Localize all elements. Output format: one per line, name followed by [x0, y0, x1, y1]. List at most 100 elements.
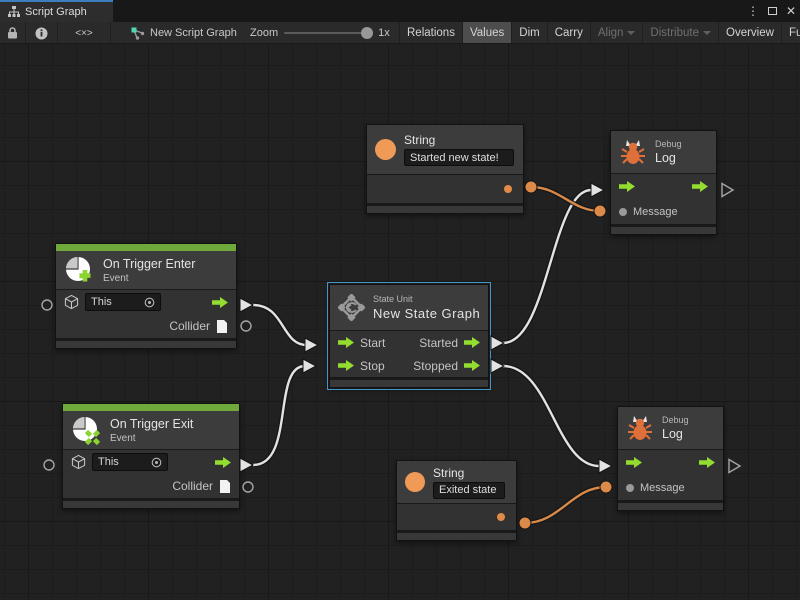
- flow-in-port-icon[interactable]: [626, 457, 642, 468]
- cube-icon: [64, 294, 79, 310]
- align-dropdown[interactable]: Align: [589, 22, 643, 43]
- stopped-port-label: Stopped: [413, 358, 458, 373]
- string-value-field[interactable]: Exited state: [433, 481, 505, 499]
- document-icon: [220, 479, 230, 493]
- started-port-label: Started: [419, 335, 458, 350]
- dim-toggle[interactable]: Dim: [511, 22, 546, 43]
- relations-toggle[interactable]: Relations: [399, 22, 462, 43]
- orange-circle-icon: [375, 139, 396, 160]
- message-input-port[interactable]: [619, 207, 627, 216]
- node-footer[interactable]: [330, 379, 488, 387]
- document-icon: [217, 319, 227, 333]
- flow-in-port-icon[interactable]: [338, 360, 354, 371]
- node-footer[interactable]: [63, 500, 239, 508]
- zoom-slider[interactable]: [284, 27, 374, 39]
- lock-icon: [8, 27, 17, 39]
- flow-in-port-icon[interactable]: [338, 337, 354, 348]
- bug-icon: [621, 140, 645, 164]
- flow-out-port-icon[interactable]: [464, 360, 480, 371]
- event-accent-strip: [63, 404, 239, 411]
- carry-toggle[interactable]: Carry: [546, 22, 590, 43]
- info-icon: [35, 27, 48, 39]
- orange-circle-icon: [405, 472, 425, 492]
- close-icon[interactable]: ✕: [785, 4, 796, 18]
- collider-port-label: Collider: [169, 319, 210, 333]
- message-port-label: Message: [640, 481, 685, 494]
- node-on-trigger-enter[interactable]: On Trigger Enter Event This Collider: [55, 243, 237, 349]
- node-footer[interactable]: [56, 340, 236, 348]
- node-kind: Debug: [662, 415, 689, 425]
- node-footer[interactable]: [618, 502, 723, 510]
- bug-icon: [628, 416, 652, 440]
- zoom-control: Zoom 1x: [250, 22, 390, 43]
- lock-button[interactable]: [0, 22, 26, 43]
- zoom-slider-handle[interactable]: [361, 27, 374, 39]
- node-footer[interactable]: [397, 532, 516, 540]
- message-input-port[interactable]: [626, 483, 634, 492]
- tab-title: Script Graph: [25, 6, 87, 18]
- graph-name-label: New Script Graph: [150, 27, 237, 39]
- tab-script-graph[interactable]: Script Graph: [0, 0, 113, 22]
- values-toggle[interactable]: Values: [461, 22, 512, 43]
- node-string-bottom[interactable]: String Exited state: [396, 460, 517, 541]
- string-value-field[interactable]: Started new state!: [404, 149, 514, 166]
- node-subtitle: Event: [110, 432, 136, 444]
- node-debug-log-bottom[interactable]: Debug Log Message: [617, 406, 724, 511]
- maximize-icon[interactable]: [767, 7, 777, 15]
- cube-icon: [71, 454, 86, 470]
- object-picker-icon[interactable]: [151, 457, 162, 468]
- start-port-label: Start: [360, 335, 386, 350]
- this-object-field[interactable]: This: [92, 453, 168, 471]
- node-title: String: [433, 465, 465, 480]
- node-title: Log: [662, 427, 683, 441]
- window-menu-icon[interactable]: ⋮: [746, 4, 759, 18]
- node-on-trigger-exit[interactable]: On Trigger Exit Event This Collider: [62, 403, 240, 509]
- collider-port-label: Collider: [172, 479, 213, 493]
- sitemap-icon: [8, 6, 20, 17]
- zoom-value: 1x: [378, 27, 390, 39]
- node-title: On Trigger Exit: [110, 416, 194, 431]
- flow-out-port-icon[interactable]: [699, 457, 715, 468]
- info-button[interactable]: [26, 22, 58, 43]
- object-picker-icon[interactable]: [144, 297, 155, 308]
- this-object-field[interactable]: This: [85, 293, 161, 311]
- event-exit-icon: [73, 416, 101, 445]
- state-unit-icon: [338, 294, 365, 321]
- tab-bar: Script Graph ⋮ ✕: [0, 0, 800, 22]
- fullscreen-button[interactable]: Full Screen: [780, 22, 800, 43]
- event-enter-icon: [66, 256, 91, 282]
- script-graph-icon: [131, 27, 145, 40]
- overview-button[interactable]: Overview: [718, 22, 781, 43]
- node-string-top[interactable]: String Started new state!: [366, 124, 524, 214]
- node-debug-log-top[interactable]: Debug Log Message: [610, 130, 717, 235]
- node-kind: State Unit: [372, 294, 413, 304]
- flow-out-port-icon[interactable]: [215, 456, 231, 468]
- string-output-port[interactable]: [504, 185, 512, 193]
- distribute-dropdown[interactable]: Distribute: [642, 22, 718, 43]
- node-state-unit[interactable]: State Unit New State Graph Start Started…: [327, 282, 491, 390]
- code-icon: <×>: [75, 27, 93, 39]
- message-port-label: Message: [633, 205, 678, 218]
- stop-port-label: Stop: [360, 358, 385, 373]
- graph-name-group: New Script Graph: [131, 22, 237, 43]
- node-title: New State Graph: [372, 306, 481, 321]
- node-footer[interactable]: [367, 205, 523, 213]
- graph-toolbar: <×> New Script Graph Zoom 1x Relations V…: [0, 22, 800, 44]
- zoom-label: Zoom: [250, 27, 279, 39]
- node-title: Log: [655, 151, 676, 165]
- node-title: On Trigger Enter: [103, 256, 196, 271]
- event-accent-strip: [56, 244, 236, 251]
- node-title: String: [404, 133, 436, 147]
- node-subtitle: Event: [103, 272, 129, 284]
- chevron-down-icon: [627, 31, 636, 35]
- chevron-down-icon: [703, 31, 711, 35]
- string-output-port[interactable]: [497, 513, 505, 521]
- flow-in-port-icon[interactable]: [619, 181, 635, 192]
- node-footer[interactable]: [611, 226, 716, 234]
- code-view-button[interactable]: <×>: [58, 22, 111, 43]
- flow-out-port-icon[interactable]: [464, 337, 480, 348]
- node-kind: Debug: [655, 139, 682, 149]
- flow-out-port-icon[interactable]: [212, 296, 228, 308]
- flow-out-port-icon[interactable]: [692, 181, 708, 192]
